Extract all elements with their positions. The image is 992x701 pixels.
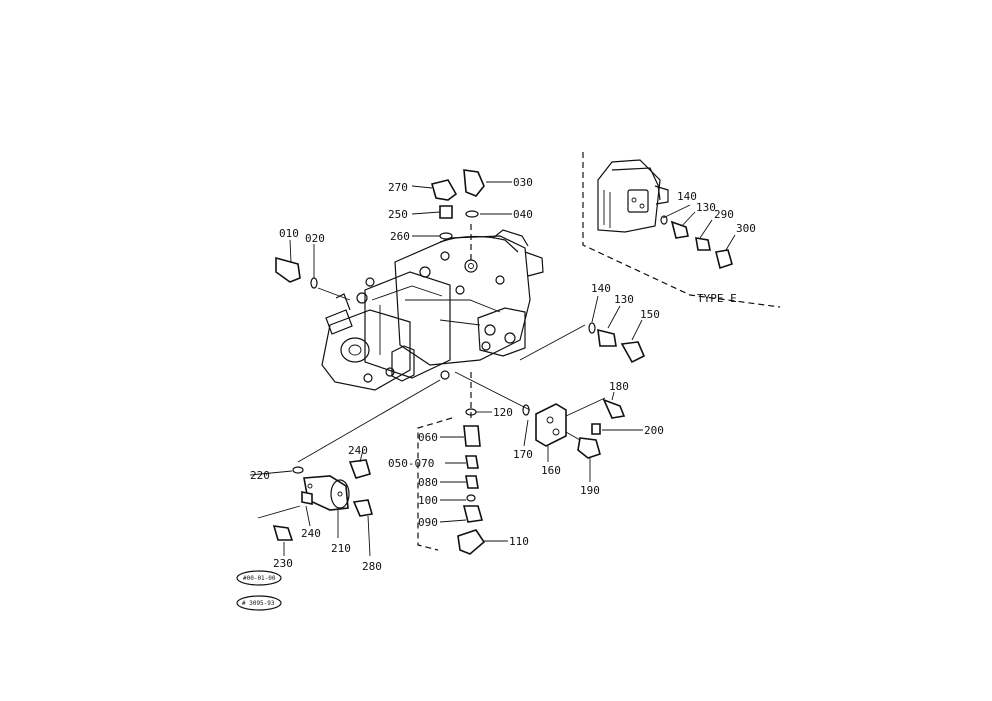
valve-block-group: 180 200 170 160 190 xyxy=(454,371,664,497)
fitting-010 xyxy=(275,256,301,283)
inset-fitting-130 xyxy=(670,220,689,239)
inset-pump-drawing xyxy=(597,159,669,233)
plug-240 xyxy=(301,491,313,505)
spring-070 xyxy=(465,455,479,469)
stamp-top-text: #00-01-00 xyxy=(243,575,276,582)
elbow-030 xyxy=(463,169,485,197)
callout-020: 020 xyxy=(305,232,325,245)
oring-260 xyxy=(439,232,453,240)
callout-e290: 290 xyxy=(714,208,734,221)
callout-080: 080 xyxy=(418,476,438,489)
oring-100 xyxy=(466,494,476,502)
oring-170 xyxy=(522,404,530,416)
stamps: #00-01-00 # 3095-93 xyxy=(236,570,282,611)
elbow-110 xyxy=(457,529,486,555)
plug-200 xyxy=(591,423,601,435)
bolt-230 xyxy=(272,525,294,541)
top-fittings: 270 250 260 030 040 xyxy=(388,169,533,260)
callout-100: 100 xyxy=(418,494,438,507)
callout-010: 010 xyxy=(279,227,299,240)
callout-240-top: 240 xyxy=(348,444,368,457)
stamp-top-oval xyxy=(236,570,282,586)
callout-060: 060 xyxy=(418,431,438,444)
left-fittings: 010 020 xyxy=(275,227,351,301)
callout-030: 030 xyxy=(513,176,533,189)
plug-250 xyxy=(439,205,453,219)
main-pump-body xyxy=(321,229,544,391)
callout-230: 230 xyxy=(273,557,293,570)
poppet-080 xyxy=(465,475,479,489)
elbow-190 xyxy=(577,437,601,459)
callout-200: 200 xyxy=(644,424,664,437)
type-label: TYPE E xyxy=(697,292,737,305)
callout-190: 190 xyxy=(580,484,600,497)
callout-e130: 130 xyxy=(696,201,716,214)
fitting-130 xyxy=(597,328,617,347)
callout-170: 170 xyxy=(513,448,533,461)
stamp-bottom-text: # 3095-93 xyxy=(242,600,275,607)
oring-020 xyxy=(310,277,318,289)
inset-oring-140 xyxy=(660,215,668,225)
right-fittings: 140 130 150 xyxy=(519,282,660,364)
relief-valve-stack: 120 060 050-070 080 100 090 110 xyxy=(388,372,529,555)
callout-210: 210 xyxy=(331,542,351,555)
callout-120: 120 xyxy=(493,406,513,419)
elbow-280 xyxy=(352,499,374,517)
bolt-180 xyxy=(602,398,626,419)
plug-090 xyxy=(462,505,484,523)
inset-elbow-300 xyxy=(715,249,733,270)
callout-130: 130 xyxy=(614,293,634,306)
oring-140 xyxy=(588,322,596,334)
block-160 xyxy=(535,403,567,447)
elbow-270 xyxy=(431,179,458,201)
lower-left-group: 240 220 240 210 280 230 xyxy=(249,379,441,573)
callout-270: 270 xyxy=(388,181,408,194)
cartridge-060 xyxy=(463,425,481,447)
callout-180: 180 xyxy=(609,380,629,393)
inset-boundary xyxy=(582,152,781,308)
elbow-150 xyxy=(620,341,646,364)
oring-040 xyxy=(465,210,479,218)
housing-face xyxy=(330,479,350,509)
callout-090: 090 xyxy=(418,516,438,529)
inset-elbow-290 xyxy=(695,237,711,251)
callout-260: 260 xyxy=(390,230,410,243)
callout-240-bottom: 240 xyxy=(301,527,321,540)
stamp-bottom-oval xyxy=(236,595,282,611)
callout-140: 140 xyxy=(591,282,611,295)
callout-e140: 140 xyxy=(677,190,697,203)
callout-e300: 300 xyxy=(736,222,756,235)
callout-050-070: 050-070 xyxy=(388,457,434,470)
callout-040: 040 xyxy=(513,208,533,221)
callout-150: 150 xyxy=(640,308,660,321)
callout-220: 220 xyxy=(250,469,270,482)
callout-280: 280 xyxy=(362,560,382,573)
elbow-240-top xyxy=(348,459,371,479)
callout-160: 160 xyxy=(541,464,561,477)
oring-220 xyxy=(292,466,304,474)
callout-250: 250 xyxy=(388,208,408,221)
callout-110: 110 xyxy=(509,535,529,548)
type-e-inset: 140 130 290 300 TYPE E xyxy=(582,152,781,308)
